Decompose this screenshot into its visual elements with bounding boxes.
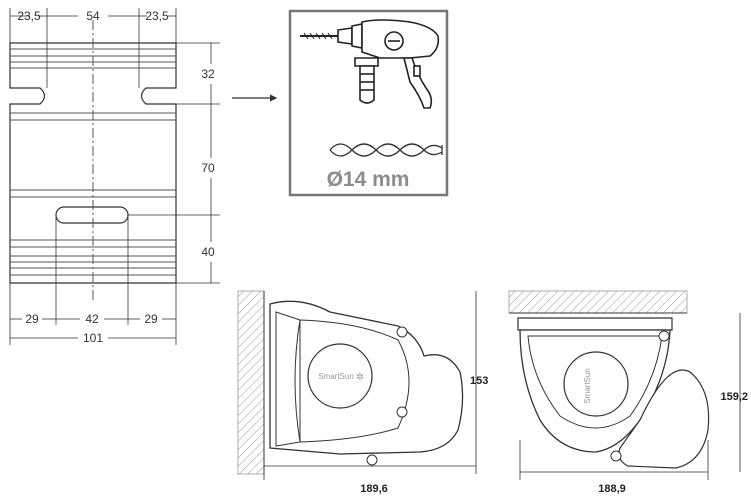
unit-right-width-dim: 188,9 bbox=[598, 483, 626, 495]
top-dim-right: 23,5 bbox=[145, 9, 169, 23]
top-dim-left: 23,5 bbox=[17, 9, 41, 23]
unit-ceiling-mount-drawing: SmartSun 159,2 188,9 bbox=[508, 290, 748, 495]
side-dim-top: 32 bbox=[201, 67, 215, 81]
side-dim-middle: 70 bbox=[201, 161, 215, 175]
unit-left-height-dim: 153 bbox=[470, 375, 488, 387]
unit-right-logo: SmartSun bbox=[583, 368, 592, 404]
bottom-dim-right: 29 bbox=[144, 312, 158, 326]
unit-wall-mount-drawing: SmartSun ✲ 153 189,6 bbox=[237, 290, 488, 495]
bottom-dim-center: 42 bbox=[85, 312, 99, 326]
drill-instruction-box: Ø14 mm bbox=[288, 9, 449, 197]
drill-icon bbox=[300, 19, 440, 109]
drill-bit-icon bbox=[329, 143, 443, 157]
drill-bit-size: Ø14 mm bbox=[327, 168, 410, 191]
mounting-bracket-drawing: 23,5 54 23,5 32 70 40 bbox=[9, 8, 220, 345]
unit-right-logo-disc bbox=[563, 351, 629, 417]
unit-right-height-dim: 159,2 bbox=[720, 391, 748, 403]
bottom-dim-left: 29 bbox=[25, 312, 39, 326]
side-dim-bottom: 40 bbox=[201, 245, 215, 259]
mounting-slot bbox=[55, 206, 129, 224]
top-dim-center: 54 bbox=[86, 9, 100, 23]
unit-left-width-dim: 189,6 bbox=[360, 483, 388, 495]
total-width-dim: 101 bbox=[83, 331, 103, 345]
unit-left-logo: SmartSun bbox=[318, 372, 354, 381]
unit-left-logo-disc bbox=[307, 343, 373, 409]
sun-icon: ✲ bbox=[356, 372, 364, 383]
